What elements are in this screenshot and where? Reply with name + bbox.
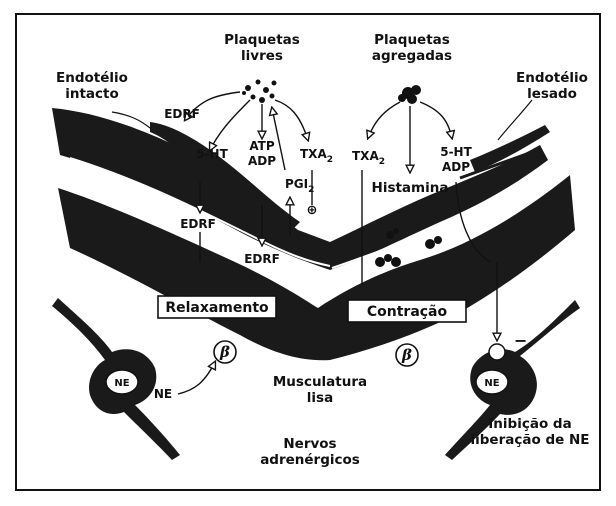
ne-cell-left-label: NE <box>114 378 129 389</box>
histamine-label: Histamina <box>372 180 449 196</box>
plus-sign: ⊕ <box>307 203 318 218</box>
edrf-low-label: EDRF <box>244 252 280 266</box>
free-platelets-sub: livres <box>241 48 283 64</box>
ne-cell-right-label: NE <box>484 378 499 389</box>
aggregated-platelets-sub: agregadas <box>372 48 452 64</box>
aggregated-platelets-title: Plaquetas <box>374 32 450 48</box>
adrenergic-nerves-sub: adrenérgicos <box>260 452 360 468</box>
edrf-mid-label: EDRF <box>180 217 216 231</box>
adp-right-label: ADP <box>442 160 470 174</box>
free-platelets-title: Plaquetas <box>224 32 300 48</box>
smooth-muscle-title: Musculatura <box>273 374 367 390</box>
inhibition-title: Inibição da <box>488 416 571 432</box>
adrenergic-nerves-title: Nervos <box>283 436 336 452</box>
inhibition-sub: liberação de NE <box>471 432 590 448</box>
endothelium-injured-sub: lesado <box>527 86 577 102</box>
atp-label: ATP <box>249 139 275 153</box>
relaxation-label: Relaxamento <box>165 300 269 316</box>
beta-left-label: β <box>219 343 230 361</box>
ht5-left-label: 5-HT <box>196 147 228 161</box>
endothelium-intact-title: Endotélio <box>56 70 128 86</box>
beta-right-label: β <box>401 346 412 364</box>
presynaptic-receptor <box>489 344 505 360</box>
edrf-top-label: EDRF <box>164 107 200 121</box>
ht5-right-label: 5-HT <box>440 145 472 159</box>
endothelium-injured-title: Endotélio <box>516 70 588 86</box>
minus-sign: − <box>514 331 527 350</box>
adp-left-label: ADP <box>248 154 276 168</box>
endothelium-intact-sub: intacto <box>65 86 119 102</box>
ne-arrow-label: NE <box>154 387 172 401</box>
smooth-muscle-sub: lisa <box>307 390 333 406</box>
contraction-label: Contração <box>367 304 448 320</box>
